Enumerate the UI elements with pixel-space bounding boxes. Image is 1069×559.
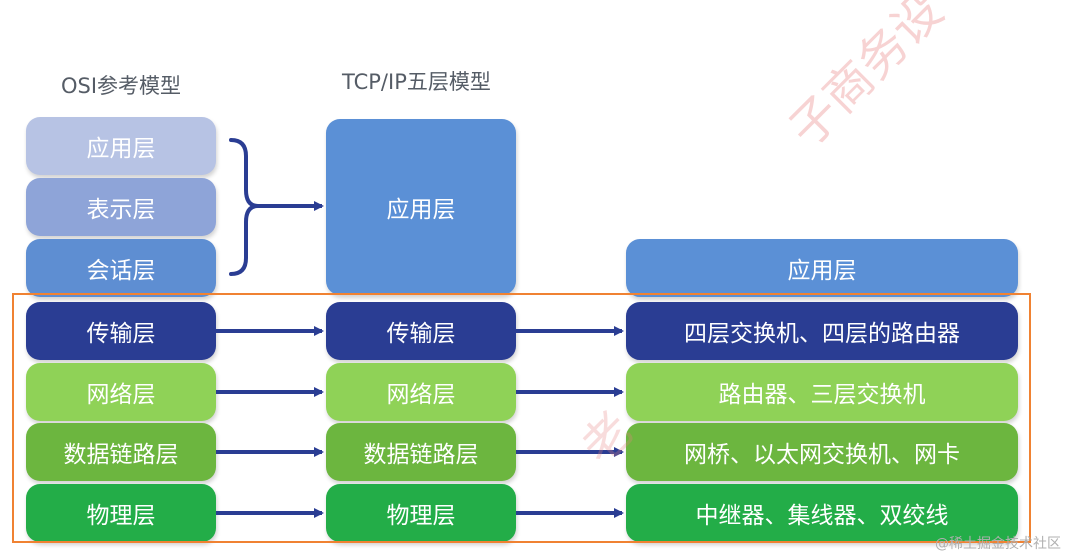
device-transport-layer: 四层交换机、四层的路由器	[626, 302, 1018, 360]
device-application-layer: 应用层	[626, 239, 1018, 297]
osi-network-layer: 网络层	[26, 363, 216, 421]
tcpip-transport-layer: 传输层	[326, 302, 516, 360]
device-physical-layer: 中继器、集线器、双绞线	[626, 484, 1018, 542]
osi-title: OSI参考模型	[61, 74, 182, 98]
osi-presentation-layer: 表示层	[26, 178, 216, 236]
highlight-frame	[12, 293, 1031, 543]
osi-session-layer: 会话层	[26, 239, 216, 297]
tcpip-application-layer: 应用层	[326, 119, 516, 295]
upper-layers-brace	[229, 138, 259, 276]
osi-transport-layer: 传输层	[26, 302, 216, 360]
tcpip-datalink-layer: 数据链路层	[326, 423, 516, 481]
tcpip-physical-layer: 物理层	[326, 484, 516, 542]
device-network-layer: 路由器、三层交换机	[626, 363, 1018, 421]
device-datalink-layer: 网桥、以太网交换机、网卡	[626, 423, 1018, 481]
footer-credit: @稀土掘金技术社区	[935, 536, 1061, 552]
tcpip-network-layer: 网络层	[326, 363, 516, 421]
tcpip-title: TCP/IP五层模型	[342, 70, 491, 94]
osi-application-layer: 应用层	[26, 117, 216, 175]
osi-datalink-layer: 数据链路层	[26, 423, 216, 481]
osi-physical-layer: 物理层	[26, 484, 216, 542]
